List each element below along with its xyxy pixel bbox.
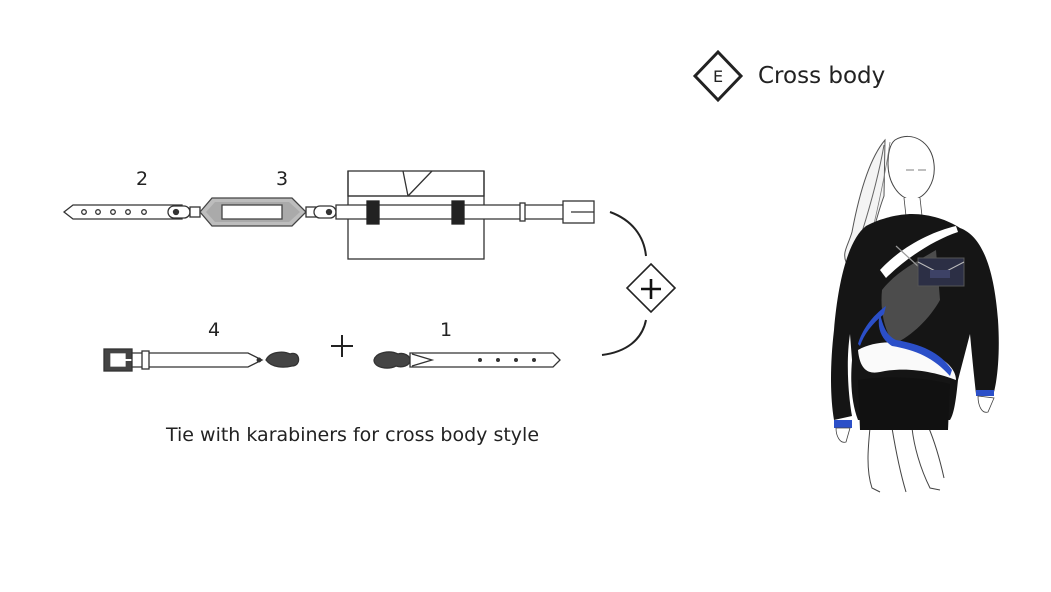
diamond-badge-icon: E xyxy=(692,49,744,103)
top-strap-assembly xyxy=(62,170,595,260)
karabiner-icon xyxy=(305,205,337,219)
model-illustration xyxy=(831,135,999,493)
strap-2-holes xyxy=(81,209,147,215)
crossbody-bag-icon xyxy=(895,245,965,287)
buckle-icon xyxy=(562,200,595,224)
strap-label-1: 1 xyxy=(440,319,453,341)
karabiner-icon xyxy=(373,351,411,369)
strap-label-2: 2 xyxy=(136,168,149,190)
diamond-plus-icon xyxy=(625,262,677,314)
karabiner-icon xyxy=(167,205,201,219)
buckle-icon xyxy=(103,348,133,372)
strap-label-3: 3 xyxy=(276,168,289,190)
brace-arc-top xyxy=(609,211,647,257)
strap-1-holes xyxy=(478,358,536,362)
karabiner-icon xyxy=(265,351,300,368)
strap-label-4: 4 xyxy=(208,319,221,341)
brace-arc-bottom xyxy=(601,319,647,356)
strap-1-assembly xyxy=(373,351,561,369)
instruction-caption: Tie with karabiners for cross body style xyxy=(166,424,540,446)
strap-4-assembly xyxy=(103,348,300,372)
section-title: Cross body xyxy=(758,63,886,89)
badge-letter: E xyxy=(713,67,723,86)
plus-icon xyxy=(331,335,353,357)
